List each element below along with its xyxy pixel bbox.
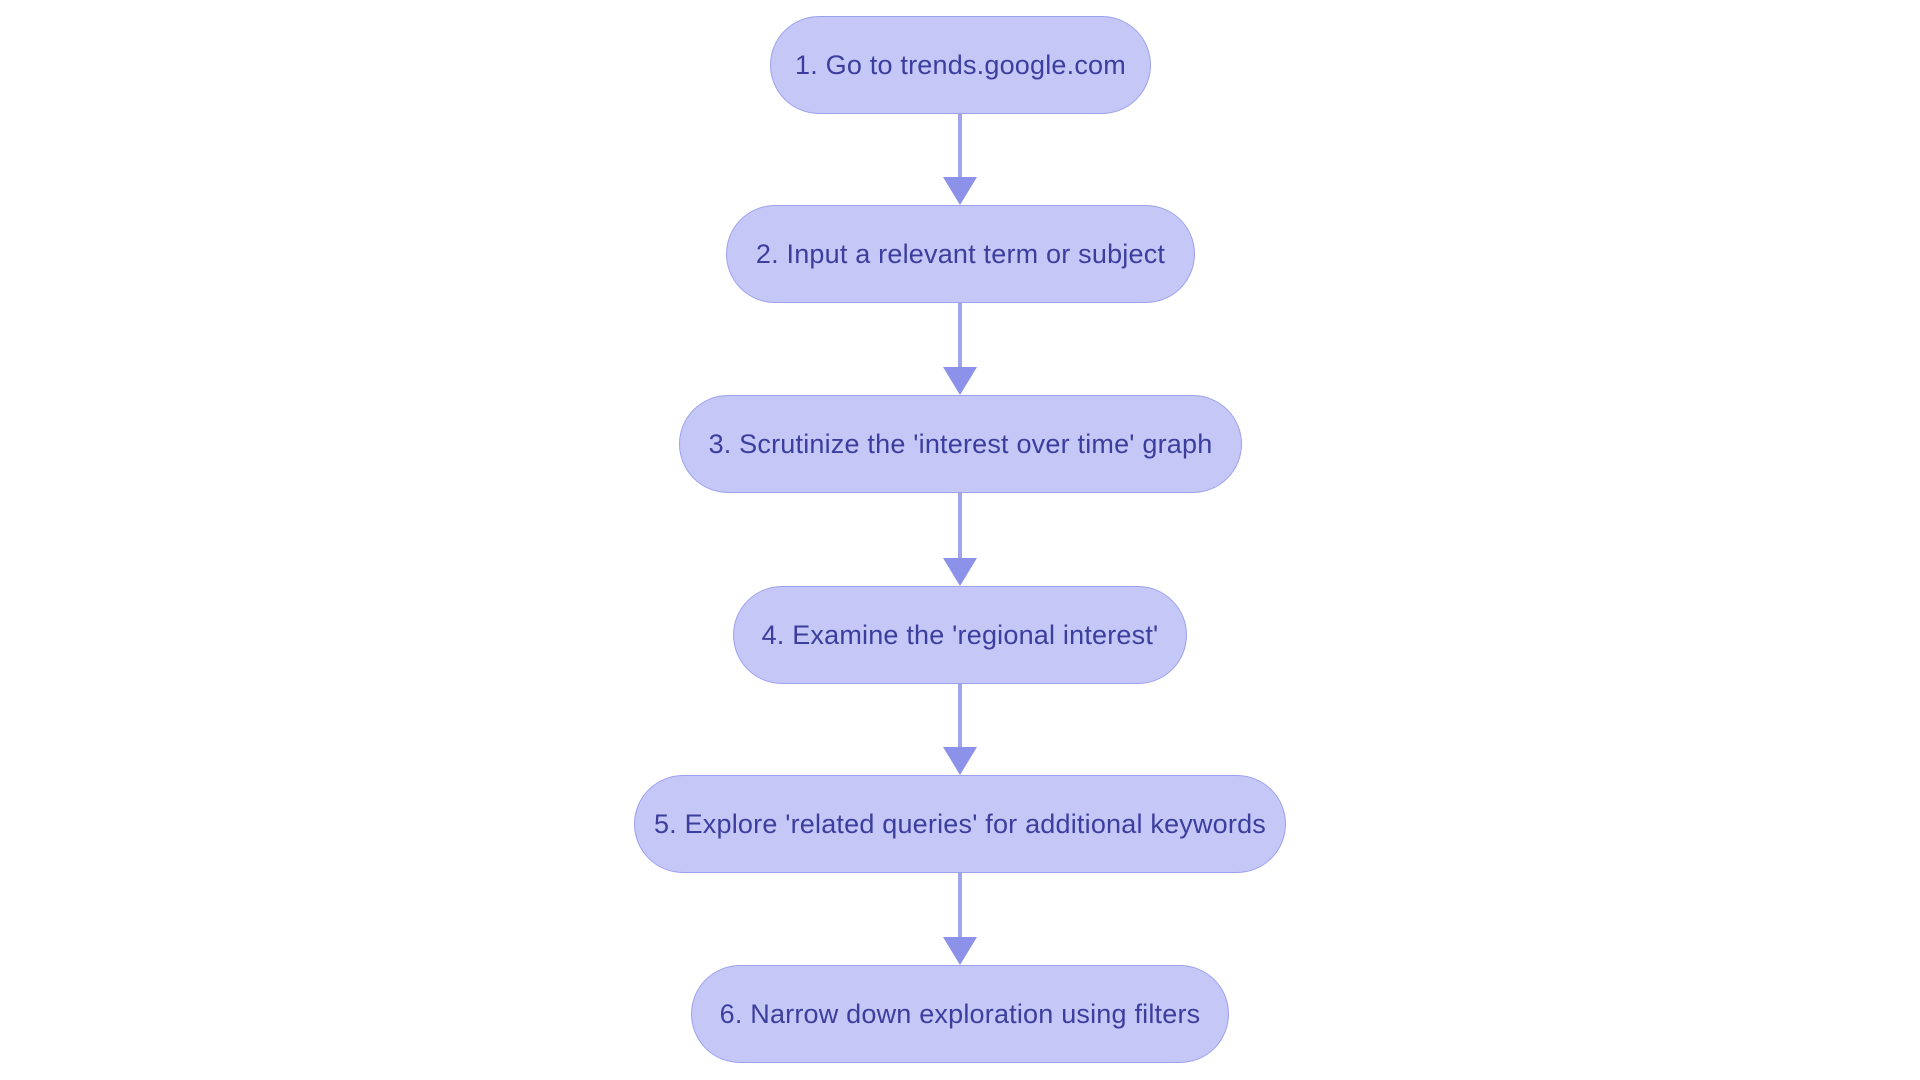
flow-node-4: 4. Examine the 'regional interest' — [733, 586, 1187, 684]
arrow-line — [958, 684, 962, 747]
connector-arrow-2-3 — [942, 303, 978, 395]
arrow-head-icon — [943, 937, 977, 965]
arrow-line — [958, 303, 962, 367]
arrow-line — [958, 114, 962, 177]
flow-node-4-label: 4. Examine the 'regional interest' — [761, 619, 1159, 650]
connector-arrow-3-4 — [942, 493, 978, 586]
arrow-head-icon — [943, 367, 977, 395]
connector-arrow-1-2 — [942, 114, 978, 205]
flow-node-5: 5. Explore 'related queries' for additio… — [634, 775, 1286, 873]
flow-node-6: 6. Narrow down exploration using filters — [691, 965, 1229, 1063]
flow-node-3-label: 3. Scrutinize the 'interest over time' g… — [708, 428, 1213, 459]
flow-node-6-label: 6. Narrow down exploration using filters — [719, 998, 1201, 1029]
flow-node-2: 2. Input a relevant term or subject — [726, 205, 1195, 303]
arrow-head-icon — [943, 558, 977, 586]
flow-node-3: 3. Scrutinize the 'interest over time' g… — [679, 395, 1242, 493]
flow-node-1-label: 1. Go to trends.google.com — [795, 49, 1126, 80]
connector-arrow-5-6 — [942, 873, 978, 965]
flow-node-2-label: 2. Input a relevant term or subject — [755, 238, 1166, 269]
connector-arrow-4-5 — [942, 684, 978, 775]
arrow-head-icon — [943, 177, 977, 205]
flow-node-1: 1. Go to trends.google.com — [770, 16, 1151, 114]
flow-node-5-label: 5. Explore 'related queries' for additio… — [653, 808, 1267, 839]
arrow-line — [958, 493, 962, 558]
arrow-head-icon — [943, 747, 977, 775]
arrow-line — [958, 873, 962, 937]
